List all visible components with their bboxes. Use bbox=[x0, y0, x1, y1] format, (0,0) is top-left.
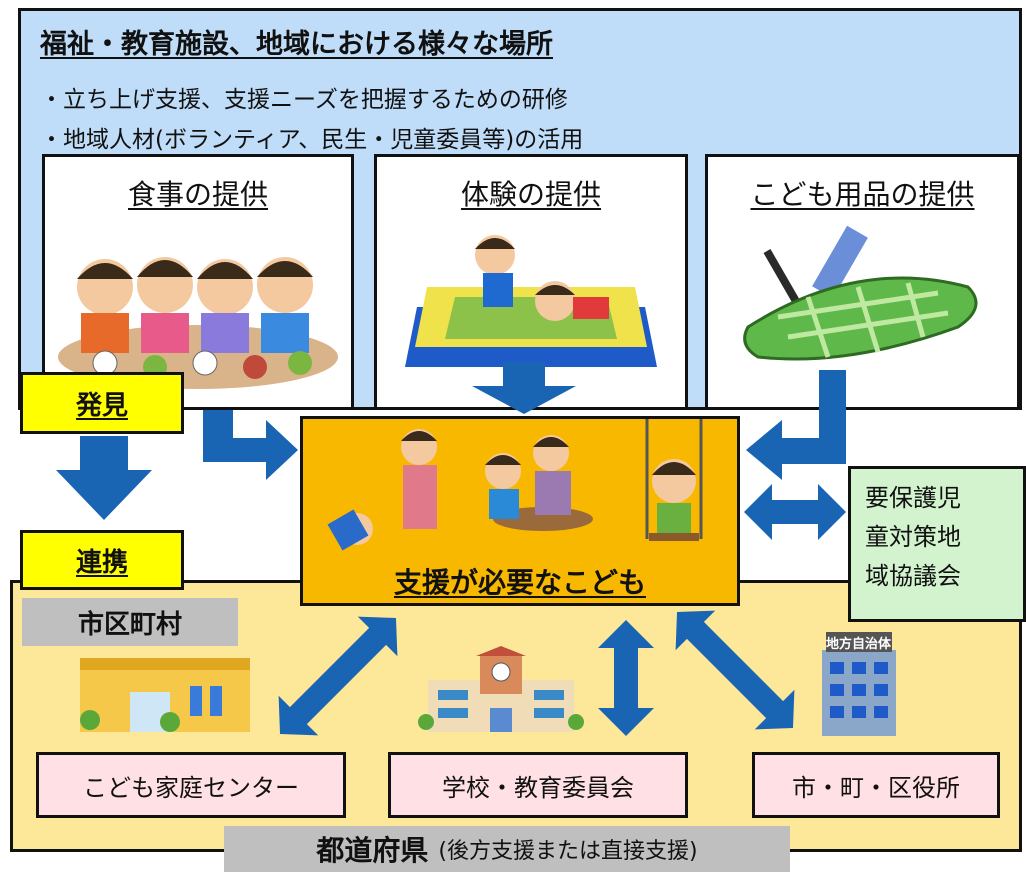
arrow-meal-to-center bbox=[203, 410, 298, 480]
children-illustration bbox=[327, 419, 703, 551]
experience-card-title: 体験の提供 bbox=[460, 178, 601, 211]
arrow-experience-to-center bbox=[472, 362, 576, 414]
child-protection-council-box: 要保護児 童対策地 域協議会 bbox=[848, 466, 1026, 622]
arrow-goods-to-center bbox=[746, 370, 846, 480]
goods-card-title: こども用品の提供 bbox=[750, 178, 975, 211]
discover-tag: 発見 bbox=[20, 372, 184, 434]
arrow-center-office bbox=[675, 610, 795, 730]
prefecture-label: 都道府県 (後方支援または直接支援) bbox=[224, 826, 790, 872]
council-line-1: 要保護児 bbox=[865, 484, 961, 512]
prefecture-name: 都道府県 bbox=[316, 834, 429, 867]
school-building-icon bbox=[418, 646, 584, 732]
bullet-training: ・立ち上げ支援、支援ニーズを把握するための研修 bbox=[40, 87, 568, 113]
arrow-center-family bbox=[278, 616, 398, 736]
family-center-building-icon bbox=[80, 658, 250, 732]
arrow-discover-to-link bbox=[56, 436, 152, 520]
goods-card: こども用品の提供 bbox=[705, 154, 1020, 410]
meal-card-title: 食事の提供 bbox=[127, 178, 268, 211]
council-line-3: 域協議会 bbox=[865, 562, 961, 590]
school-board-box: 学校・教育委員会 bbox=[388, 752, 688, 818]
children-in-need-label: 支援が必要なこども bbox=[393, 566, 646, 599]
arrow-center-school bbox=[598, 620, 654, 736]
arrow-center-council bbox=[744, 484, 846, 540]
link-tag: 連携 bbox=[20, 530, 184, 590]
local-government-building-icon bbox=[822, 632, 896, 736]
bouncy-pool-illustration bbox=[405, 235, 657, 367]
bullet-volunteers: ・地域人材(ボランティア、民生・児童委員等)の活用 bbox=[40, 127, 584, 153]
family-center-box: こども家庭センター bbox=[36, 752, 346, 818]
city-office-box: 市・町・区役所 bbox=[752, 752, 1000, 818]
children-in-need-box: 支援が必要なこども bbox=[300, 416, 740, 606]
local-government-sign: 地方自治体 bbox=[826, 637, 892, 652]
facilities-title: 福祉・教育施設、地域における様々な場所 bbox=[40, 29, 553, 60]
council-line-2: 童対策地 bbox=[865, 523, 961, 551]
municipality-label: 市区町村 bbox=[22, 598, 238, 646]
prefecture-note: (後方支援または直接支援) bbox=[438, 839, 698, 864]
pencil-case-illustration bbox=[743, 225, 978, 361]
